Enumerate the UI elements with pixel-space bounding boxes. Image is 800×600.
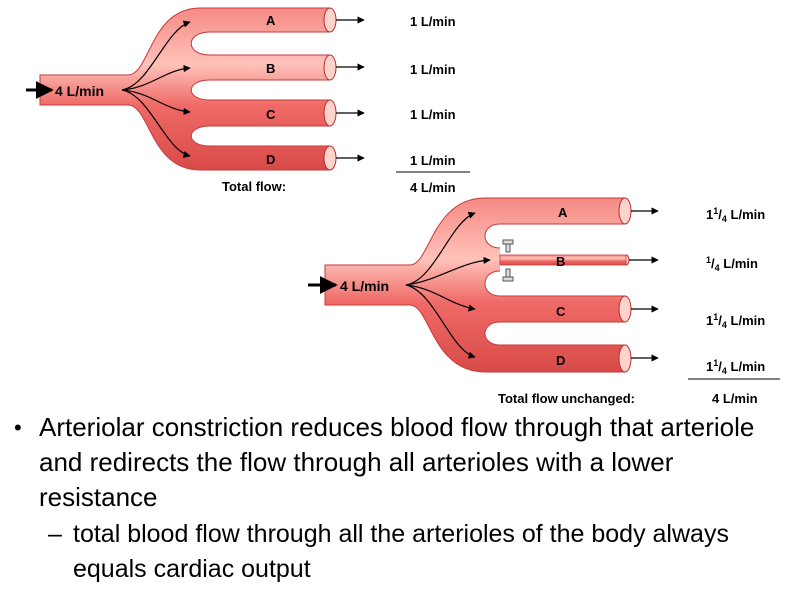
bottom-branch-d-opening [618, 344, 632, 373]
bottom-branch-a-flow: 11/4 L/min [706, 206, 765, 224]
bottom-flow-arrows [405, 211, 491, 359]
top-input-label: 4 L/min [55, 83, 104, 99]
bottom-branch-a-opening [618, 197, 632, 225]
top-total-label: Total flow: [222, 179, 286, 194]
bottom-total-label: Total flow unchanged: [498, 391, 635, 406]
arteriole-flow-diagram: 4 L/min A B C D 1 L/min 1 L/min 1 L/min … [26, 7, 780, 406]
bullet-marker: • [14, 415, 22, 440]
top-branch-d-letter: D [266, 152, 275, 167]
bullet-main-text: Arteriolar constriction reduces blood fl… [39, 412, 755, 512]
top-branch-b-opening [323, 54, 337, 81]
clamp-icon [502, 239, 514, 282]
bottom-branch-b-narrow [499, 254, 627, 266]
top-branch-c-opening [323, 99, 337, 127]
top-branch-d-opening [323, 145, 337, 171]
top-branch-a-letter: A [266, 13, 276, 28]
top-flow-arrows [121, 20, 191, 158]
bottom-branch-c-opening [618, 295, 632, 323]
top-branch-b-flow: 1 L/min [410, 62, 456, 77]
bottom-input-label: 4 L/min [340, 278, 389, 294]
bottom-branch-b-letter: B [556, 254, 565, 269]
bottom-branch-b-flow: 1/4 L/min [706, 255, 758, 273]
bottom-outflow-arrows [629, 207, 659, 362]
top-outflow-arrows [336, 16, 365, 162]
top-branch-c-letter: C [266, 107, 276, 122]
top-diagram: 4 L/min A B C D 1 L/min 1 L/min 1 L/min … [26, 7, 470, 195]
bottom-vessel-body [324, 197, 626, 373]
top-branch-b-letter: B [266, 61, 275, 76]
bottom-branch-d-letter: D [556, 353, 565, 368]
bottom-branch-d-flow: 11/4 L/min [706, 358, 765, 376]
bottom-total-value: 4 L/min [712, 391, 758, 406]
bottom-branch-a-letter: A [558, 205, 568, 220]
top-total-value: 4 L/min [410, 180, 456, 195]
top-branch-c-flow: 1 L/min [410, 107, 456, 122]
bullet-main: • Arteriolar constriction reduces blood … [14, 410, 798, 515]
bullet-sub-text: total blood flow through all the arterio… [73, 520, 729, 583]
top-branch-d-flow: 1 L/min [410, 153, 456, 168]
sub-bullet-marker: – [48, 520, 62, 548]
top-branch-a-opening [323, 7, 337, 33]
bullet-list: • Arteriolar constriction reduces blood … [14, 410, 798, 587]
top-branch-a-flow: 1 L/min [410, 14, 456, 29]
bullet-sub: – total blood flow through all the arter… [14, 517, 798, 587]
bottom-branch-c-flow: 11/4 L/min [706, 312, 765, 330]
bottom-branch-c-letter: C [556, 304, 566, 319]
bottom-diagram: 4 L/min A B C D 11/4 L/min 1/4 L/min 11/… [308, 197, 780, 406]
top-vessel-body [39, 7, 331, 171]
